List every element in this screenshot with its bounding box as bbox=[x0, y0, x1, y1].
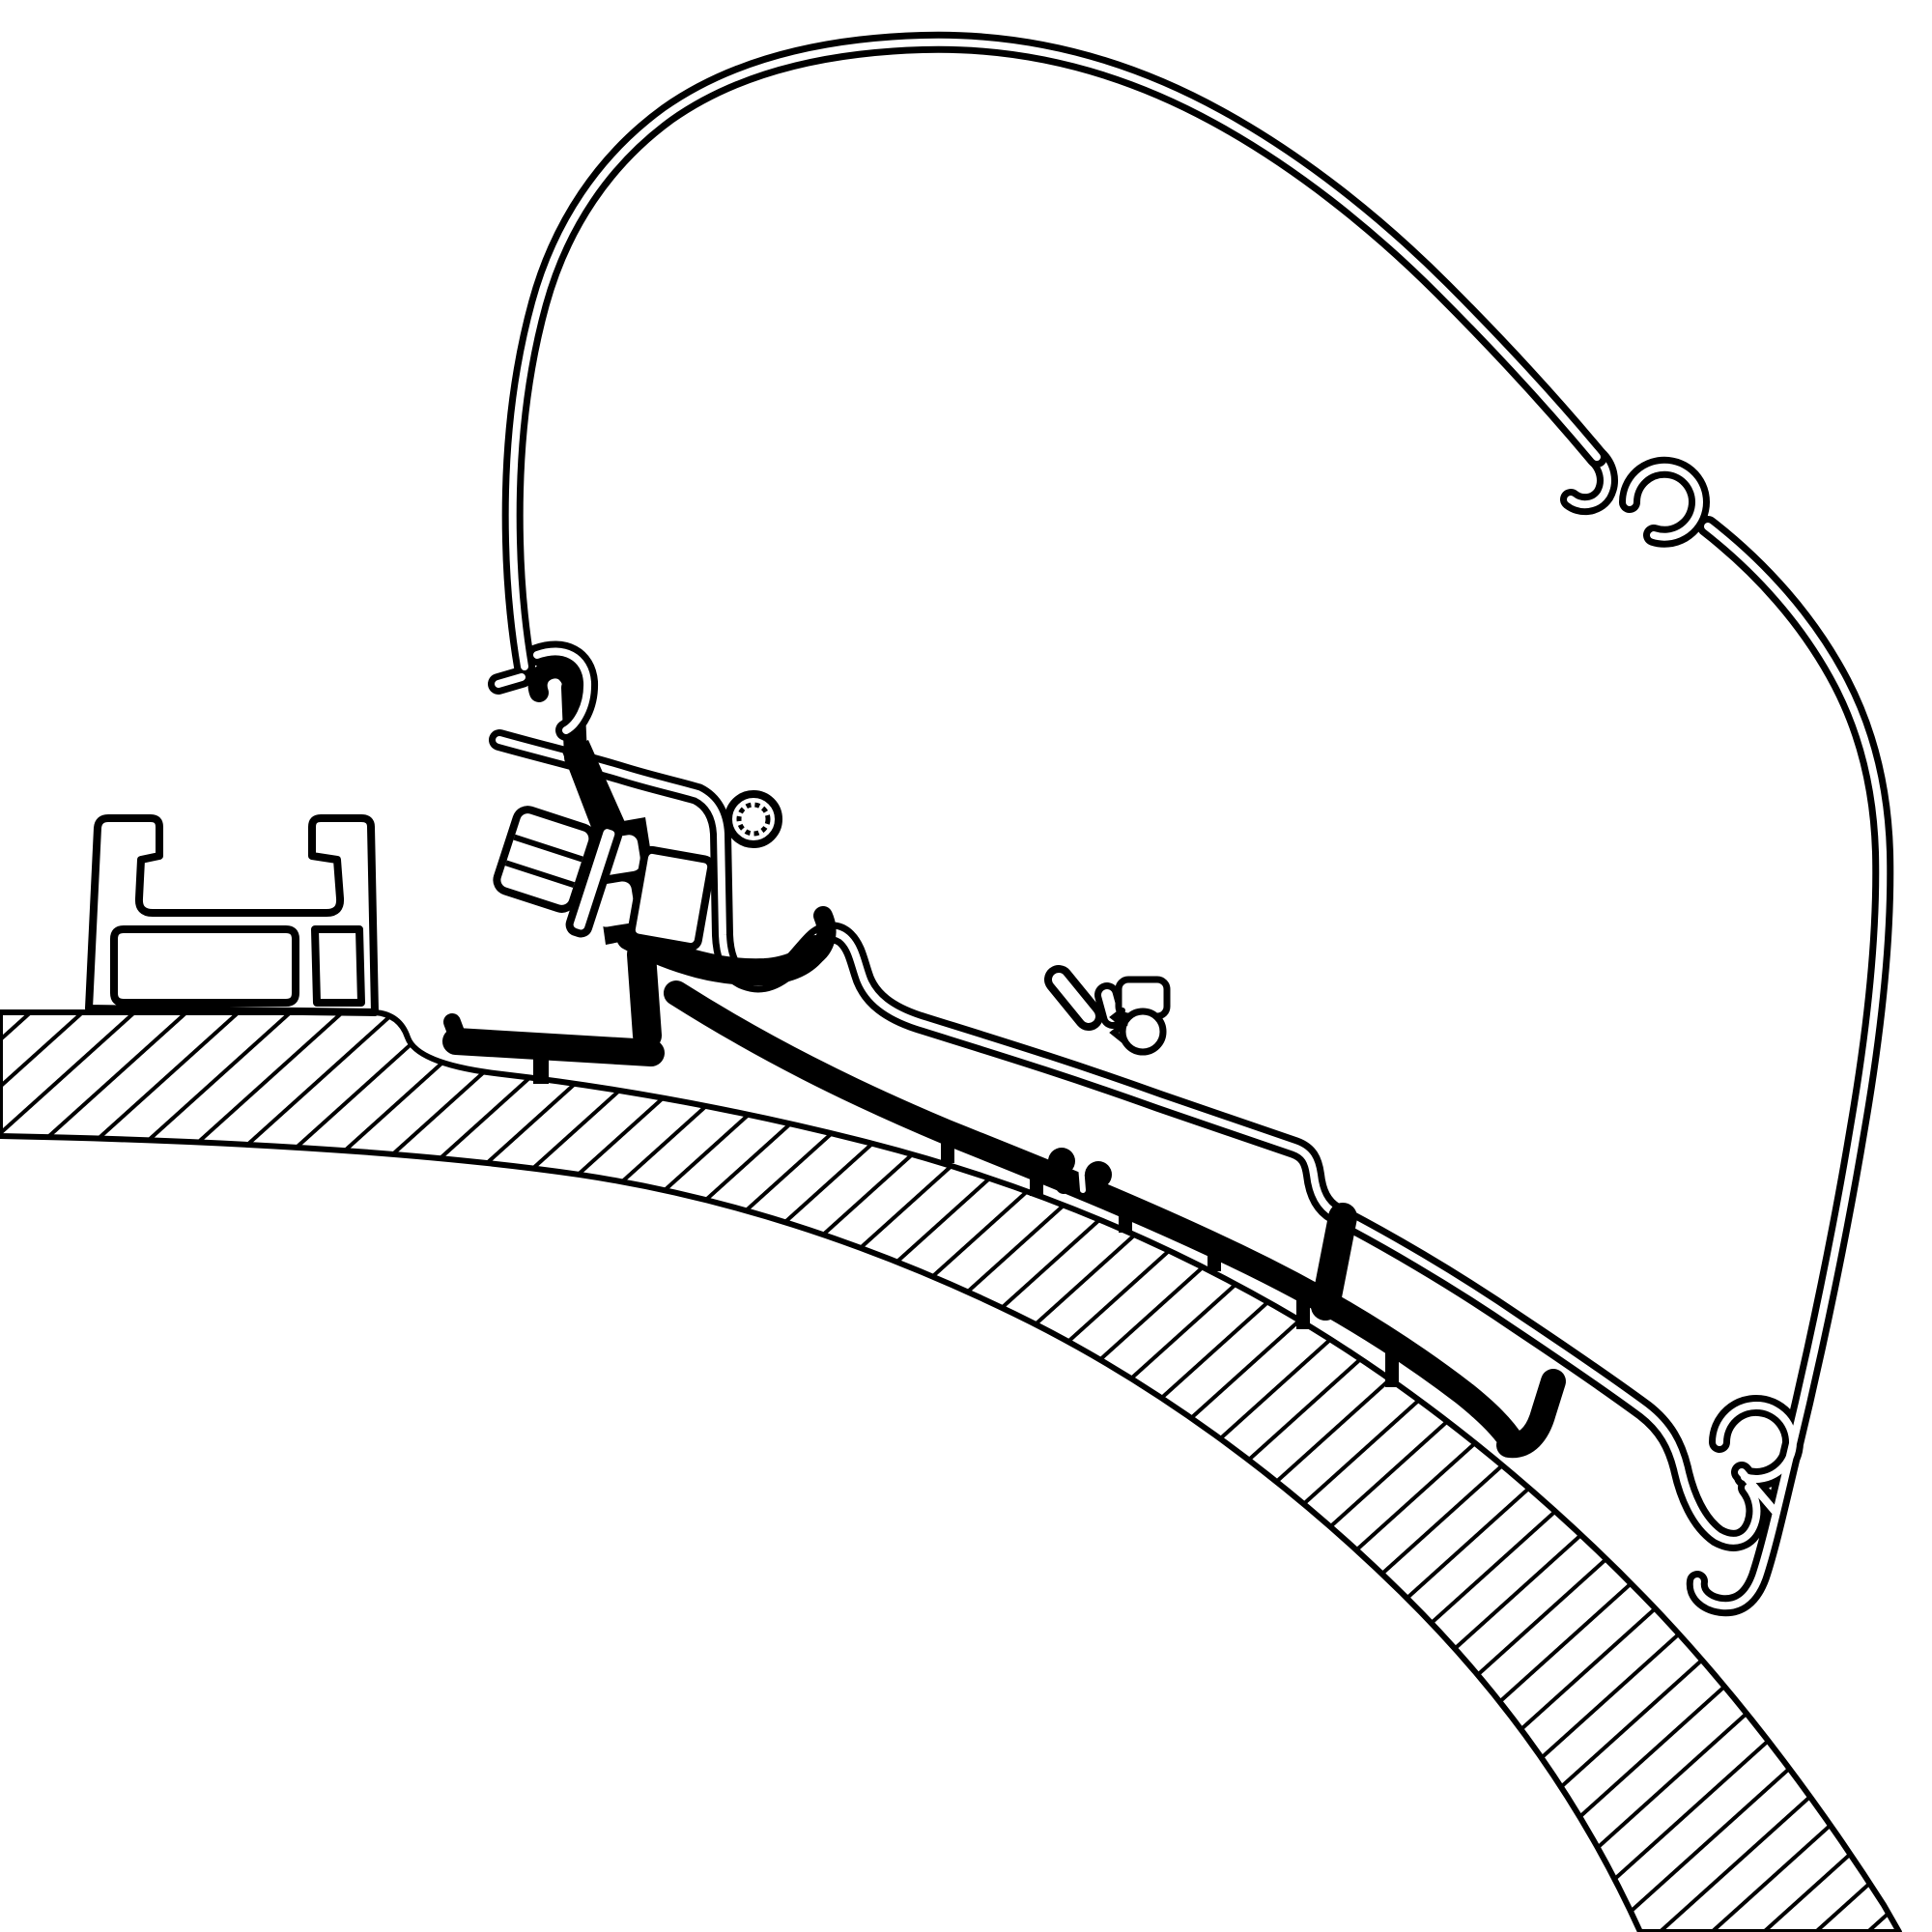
bolt-spacer bbox=[627, 845, 716, 952]
adapter-top-hook-curl bbox=[527, 659, 583, 702]
bolt-head-facets bbox=[504, 834, 583, 889]
adapter-support-leg bbox=[1311, 1203, 1357, 1321]
rail-ornament bbox=[1044, 965, 1171, 1056]
adapter-clip-bumps bbox=[1048, 1148, 1112, 1206]
adapter-foot-tab bbox=[533, 1059, 549, 1084]
screw-boss bbox=[724, 790, 782, 848]
adapter-base-rail bbox=[664, 980, 1525, 1456]
adapter-arm-hook bbox=[800, 906, 837, 968]
adapter-rail-end-lip bbox=[1496, 1369, 1566, 1459]
adapter-support-tabs bbox=[941, 1138, 1399, 1387]
adapter-web bbox=[562, 740, 628, 842]
bolt-assembly bbox=[493, 806, 716, 952]
vehicle-roof bbox=[0, 1009, 1902, 1932]
adapter-foot-tip bbox=[443, 1013, 467, 1046]
adapter-leg bbox=[627, 940, 662, 1050]
roof-rail-profile bbox=[85, 814, 379, 1016]
adapter-foot bbox=[442, 1028, 665, 1066]
